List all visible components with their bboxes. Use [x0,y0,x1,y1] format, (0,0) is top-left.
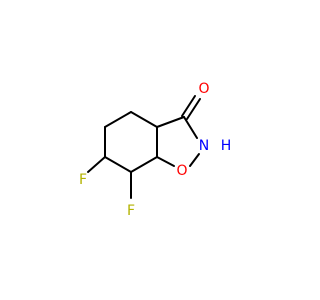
fluorine-label-1: F [79,172,87,188]
bond-c3a-c4 [130,111,158,128]
atom-labels: O N H O F F [79,81,231,219]
bond-o-c7a [156,156,175,167]
bond-c3-n [183,116,198,139]
bond-c7-c7a [130,156,158,173]
bond-c6-c7 [104,156,132,173]
bond-c3a-c3 [156,116,185,128]
bond-c6-f [87,156,106,173]
molecule-structure-diagram: O N H O F F [79,81,231,219]
nitrogen-hydrogen-label: H [221,138,232,154]
bonds [87,95,201,199]
nitrogen-label: N [199,138,209,154]
bond-c3-o-double-a [181,95,196,117]
ring-oxygen-label: O [176,163,187,179]
fluorine-label-2: F [127,203,135,219]
carbonyl-oxygen-label: O [198,81,209,97]
bond-c4-c5 [104,111,132,128]
bond-n-o [189,153,200,167]
bond-c3-o-double-b [186,98,201,120]
